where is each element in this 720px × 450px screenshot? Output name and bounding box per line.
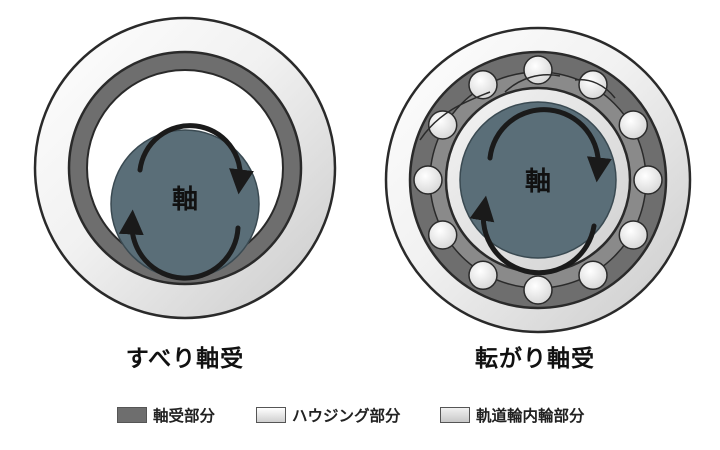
- rolling-ball: [618, 220, 649, 250]
- rotation-arrow-upper: [487, 107, 612, 183]
- rotation-arrow-lower: [469, 195, 597, 276]
- sliding-bearing: 軸: [33, 16, 337, 320]
- legend-label: ハウジング部分: [292, 407, 401, 425]
- rolling-ball: [468, 69, 498, 100]
- legend-swatch: [117, 407, 147, 423]
- rotation-arrow-lower: [118, 209, 241, 281]
- rolling-ball: [468, 260, 498, 291]
- rotation-arrow-upper: [137, 123, 254, 195]
- legend-swatch: [256, 407, 286, 423]
- rolling-ball: [523, 55, 553, 85]
- rolling-ball: [523, 275, 553, 305]
- rolling-bearing: 軸: [384, 26, 692, 334]
- rolling-ball: [427, 220, 458, 250]
- rolling-ball: [578, 69, 608, 100]
- sliding-bearing-caption: すべり軸受: [125, 346, 245, 372]
- legend-item-housing: ハウジング部分: [256, 404, 401, 426]
- rolling-bearing-caption: 転がり軸受: [475, 346, 595, 372]
- shaft-label: 軸: [172, 184, 198, 215]
- shaft-label: 軸: [525, 166, 551, 197]
- legend-label: 軸受部分: [153, 407, 216, 425]
- ball-motion-arrows: [419, 74, 616, 141]
- rolling-ball: [618, 110, 649, 140]
- rolling-ball: [633, 165, 663, 195]
- legend-swatch: [440, 407, 470, 423]
- legend-item-bearing: 軸受部分: [117, 404, 215, 426]
- rolling-ball: [413, 165, 443, 195]
- rolling-ball: [427, 110, 458, 140]
- legend-item-inner-ring: 軌道輪内輪部分: [440, 404, 585, 426]
- shaft: [459, 101, 617, 259]
- legend-label: 軌道輪内輪部分: [476, 407, 585, 425]
- rolling-ball: [578, 260, 608, 291]
